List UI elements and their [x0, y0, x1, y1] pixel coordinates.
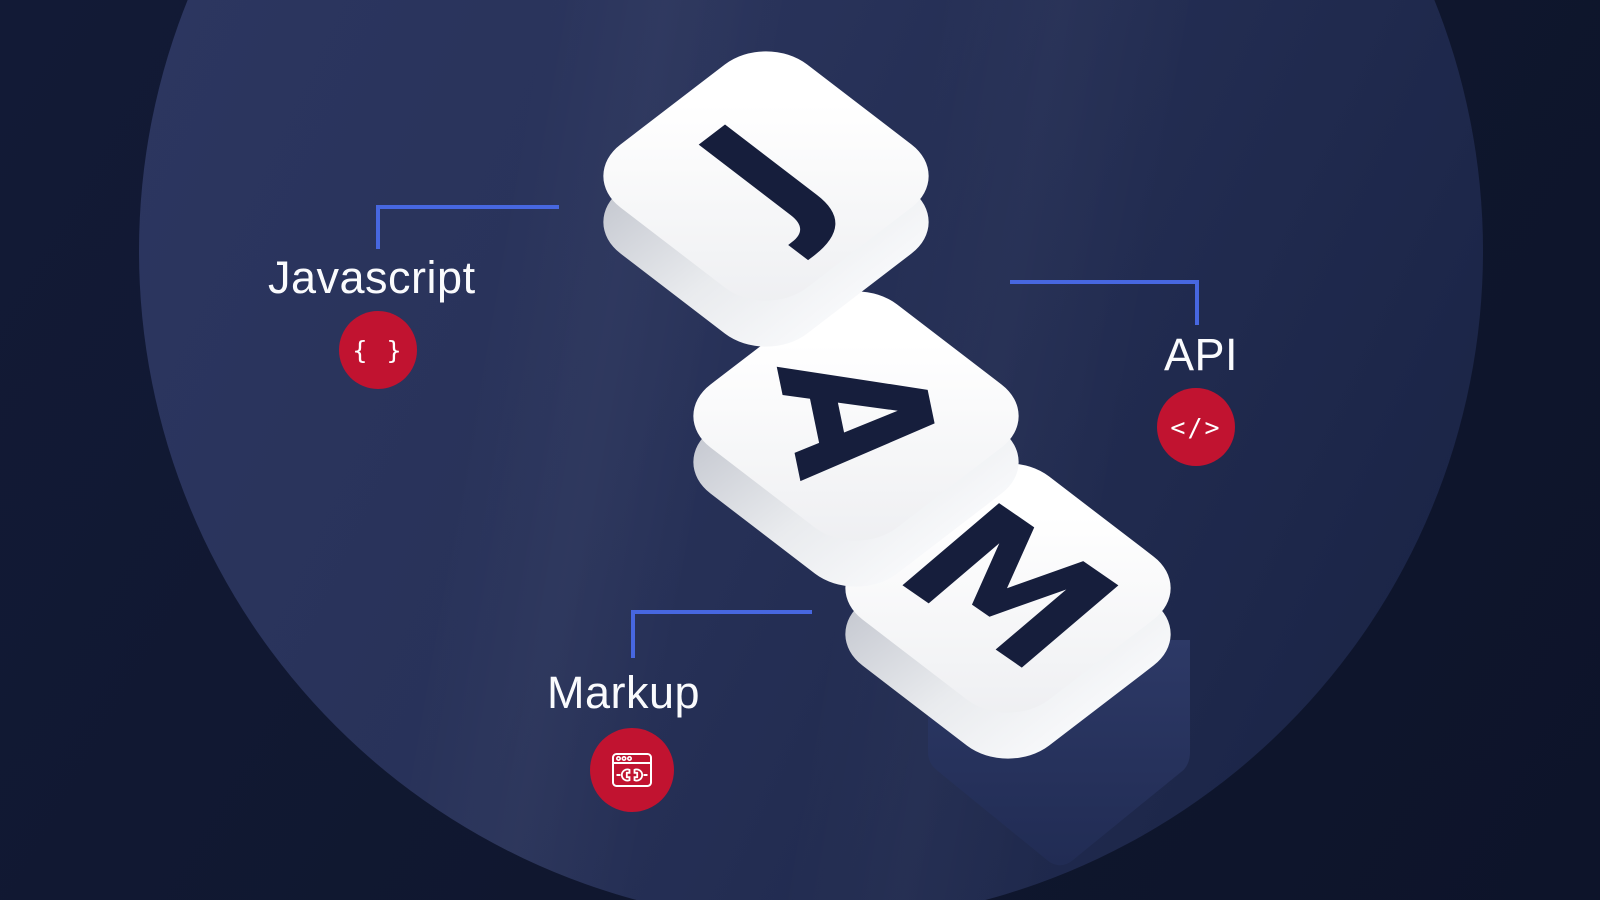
tile-letter-j: J: [657, 93, 874, 259]
connector-api-horizontal: [1010, 280, 1199, 284]
tile-j: J: [579, 33, 953, 365]
markup-label: Markup: [547, 667, 701, 718]
connector-markup-horizontal: [631, 610, 812, 614]
connector-markup-vertical: [631, 610, 635, 658]
connector-javascript-horizontal: [376, 205, 559, 209]
connector-api-vertical: [1195, 280, 1199, 325]
tile-letter-a: A: [730, 344, 983, 488]
tile-face: J: [579, 33, 953, 319]
browser-window-icon: [612, 753, 652, 787]
markup-badge: [590, 728, 674, 812]
api-label: API: [1164, 329, 1239, 380]
code-tag-icon: </>: [1170, 412, 1222, 442]
api-badge: </>: [1157, 388, 1235, 466]
connector-javascript-vertical: [376, 205, 380, 249]
javascript-label: Javascript: [268, 252, 476, 303]
javascript-badge: { }: [339, 311, 417, 389]
curly-braces-icon: { }: [352, 335, 404, 365]
